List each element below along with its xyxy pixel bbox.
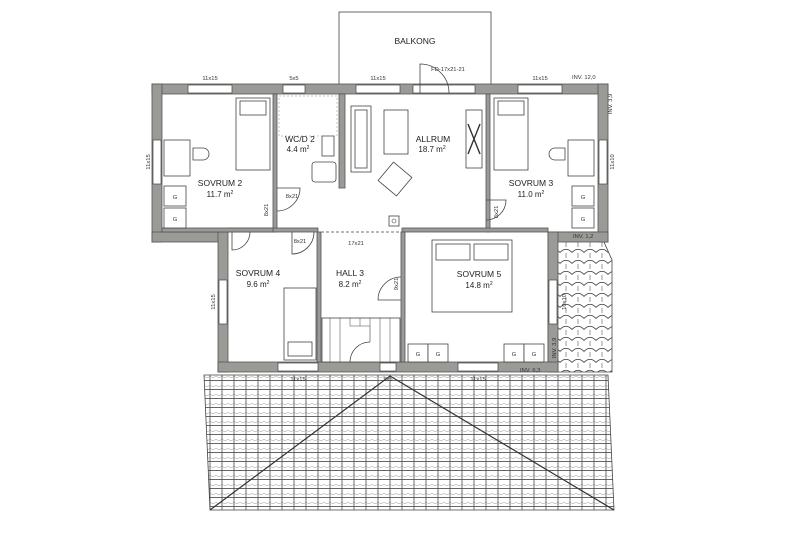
wardrobe-label: G xyxy=(581,217,586,223)
room-area-allrum: 18.7 m2 xyxy=(418,145,445,154)
door-label: 17x21 xyxy=(348,241,364,247)
wardrobe-label: G xyxy=(581,195,586,201)
door-label: 8x21 xyxy=(294,239,307,245)
level-mark: INV. 3,9 xyxy=(608,94,614,114)
window-label: 5x5 xyxy=(383,377,392,383)
window-label: 5x5 xyxy=(289,76,298,82)
wardrobe-label: G xyxy=(173,195,178,201)
window-label: 11x15 xyxy=(470,377,485,383)
wardrobe-label: G xyxy=(416,352,421,358)
door-label: 8x21 xyxy=(286,194,299,200)
door-label: 8x21 xyxy=(264,204,270,217)
window-label: 11x15 xyxy=(370,76,385,82)
level-mark: INV. 6,3 xyxy=(520,368,540,374)
wardrobe-label: G xyxy=(173,217,178,223)
room-name-sovrum-5: SOVRUM 5 xyxy=(457,269,502,279)
roof-bottom xyxy=(203,374,615,511)
doors: 8x21 8x21 8x21 8x21 17x21 9x21 xyxy=(231,63,507,301)
room-area-hall-3: 8.2 m2 xyxy=(339,280,362,289)
wardrobe-label: G xyxy=(512,352,517,358)
window-label: 11x15 xyxy=(290,377,305,383)
window-label: 11x15 xyxy=(202,76,217,82)
wardrobe-label: G xyxy=(436,352,441,358)
room-name-hall-3: HALL 3 xyxy=(336,268,364,278)
room-name-wc: WC/D 2 xyxy=(285,134,315,144)
window-label: 11x15 xyxy=(211,294,217,309)
room-area-sovrum-5: 14.8 m2 xyxy=(465,281,492,290)
room-area-sovrum-2: 11.7 m2 xyxy=(207,190,234,199)
room-area-sovrum-3: 11.0 m2 xyxy=(518,190,545,199)
level-marks: INV. 12,0 INV. 3,9 INV. 1,2 INV. 6,3 INV… xyxy=(520,75,614,374)
room-labels: WC/D 2 4.4 m2 ALLRUM 18.7 m2 SOVRUM 2 11… xyxy=(198,134,554,290)
room-name-allrum: ALLRUM xyxy=(416,134,450,144)
window-label: 10x10 xyxy=(562,294,568,310)
furniture xyxy=(163,95,595,363)
window-label: 11x15 xyxy=(146,154,152,169)
balcony: BALKONG xyxy=(338,11,492,86)
level-mark: INV. 1,2 xyxy=(573,234,593,240)
window-labels: 11x15 5x5 11x15 FD-17x21-21 11x15 11x15 … xyxy=(146,67,616,383)
wardrobe-labels: G G G G G G G G xyxy=(173,195,586,358)
room-name-sovrum-2: SOVRUM 2 xyxy=(198,178,243,188)
balcony-label: BALKONG xyxy=(394,36,435,46)
level-mark: INV. 3,9 xyxy=(552,338,558,358)
room-name-sovrum-3: SOVRUM 3 xyxy=(509,178,554,188)
room-area-sovrum-4: 9.6 m2 xyxy=(247,280,270,289)
door-label: 9x21 xyxy=(394,278,400,291)
balcony-door-label: FD-17x21-21 xyxy=(431,67,465,73)
room-area-wc: 4.4 m2 xyxy=(287,145,310,154)
window-label: 11x10 xyxy=(610,154,616,169)
window-label: 11x15 xyxy=(532,76,547,82)
wardrobe-label: G xyxy=(532,352,537,358)
door-label: 8x21 xyxy=(494,206,500,219)
level-mark: INV. 12,0 xyxy=(572,75,596,81)
room-name-sovrum-4: SOVRUM 4 xyxy=(236,268,281,278)
windows xyxy=(152,84,608,372)
